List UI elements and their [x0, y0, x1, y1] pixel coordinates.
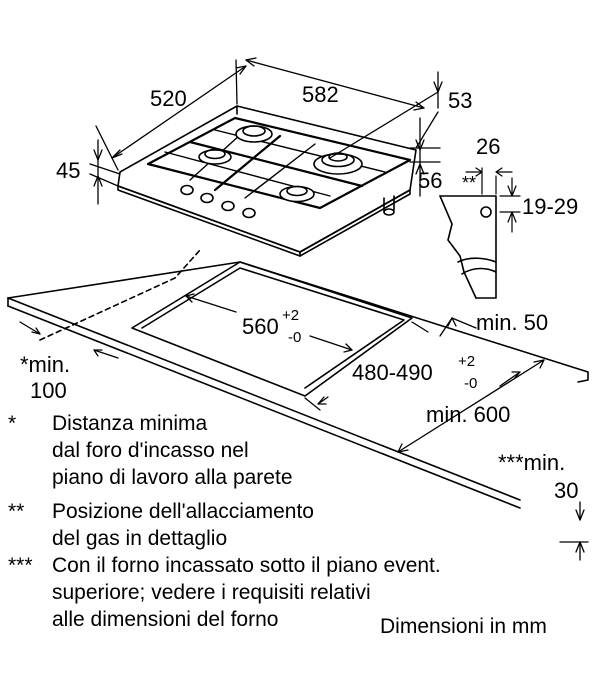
footnote-2: ** Posizione dell'allacciamento del gas …: [8, 498, 428, 552]
footnote-1: * Distanza minima dal foro d'incasso nel…: [8, 410, 428, 491]
label-min-100-line2: 100: [30, 378, 67, 403]
dimension-560: [185, 293, 353, 353]
footnote-2-line-2: del gas in dettaglio: [52, 527, 228, 550]
label-min-50: min. 50: [476, 310, 549, 335]
dimension-min-50: [439, 317, 477, 337]
footnote-1-line-1: Distanza minima: [52, 412, 208, 435]
gas-hob: [117, 105, 417, 257]
dimension-min-600: [397, 359, 545, 453]
footnote-2-marker: **: [8, 500, 25, 523]
label-cutout-width-tol-plus: +2: [282, 307, 300, 324]
dimension-53: [329, 71, 443, 159]
footnote-2-line-1: Posizione dell'allacciamento: [52, 500, 314, 523]
units-label: Dimensioni in mm: [380, 615, 547, 638]
label-min-30-line1: ***min.: [498, 450, 566, 475]
dimension-min-30: [559, 501, 589, 561]
wall-reference-line: [39, 249, 201, 341]
label-cutout-depth: 480-490: [352, 360, 433, 385]
footnote-3-line-1: Con il forno incassato sotto il piano ev…: [52, 554, 441, 577]
label-gas-offset: 26: [476, 134, 501, 159]
label-cutout-depth-tol-minus: -0: [464, 375, 478, 392]
footnote-1-marker: *: [8, 412, 17, 435]
label-depth: 582: [302, 82, 339, 107]
label-min-30-line2: 30: [554, 478, 579, 503]
label-height: 45: [56, 158, 81, 183]
label-min-600: min. 600: [426, 402, 511, 427]
dimension-520: [95, 59, 247, 171]
label-side-gap: 56: [418, 168, 443, 193]
dimension-56: [409, 117, 441, 197]
footnote-3-line-2: superiore; vedere i requisiti relativi: [52, 581, 371, 604]
dimension-45: [89, 139, 121, 205]
worktop: [7, 261, 589, 509]
footnote-3-line-3: alle dimensioni del forno: [52, 608, 279, 631]
footnote-3: *** Con il forno incassato sotto il pian…: [8, 552, 568, 633]
label-gas-marker: **: [462, 173, 477, 193]
footnote-1-line-3: piano di lavoro alla parete: [52, 466, 293, 489]
label-min-100-line1: *min.: [20, 352, 71, 377]
dimension-480-490: [304, 321, 521, 411]
gas-connection-detail: [439, 167, 521, 299]
label-cutout-width-tol-minus: -0: [288, 329, 302, 346]
footnote-3-marker: ***: [8, 554, 33, 577]
dimension-min-100: [19, 321, 119, 359]
footnote-1-line-2: dal foro d'incasso nel: [52, 439, 249, 462]
label-width: 520: [150, 86, 187, 111]
label-cutout-width: 560: [242, 314, 279, 339]
label-gas-height: 19-29: [522, 194, 579, 219]
label-front-offset: 53: [448, 88, 473, 113]
label-cutout-depth-tol-plus: +2: [458, 353, 476, 370]
